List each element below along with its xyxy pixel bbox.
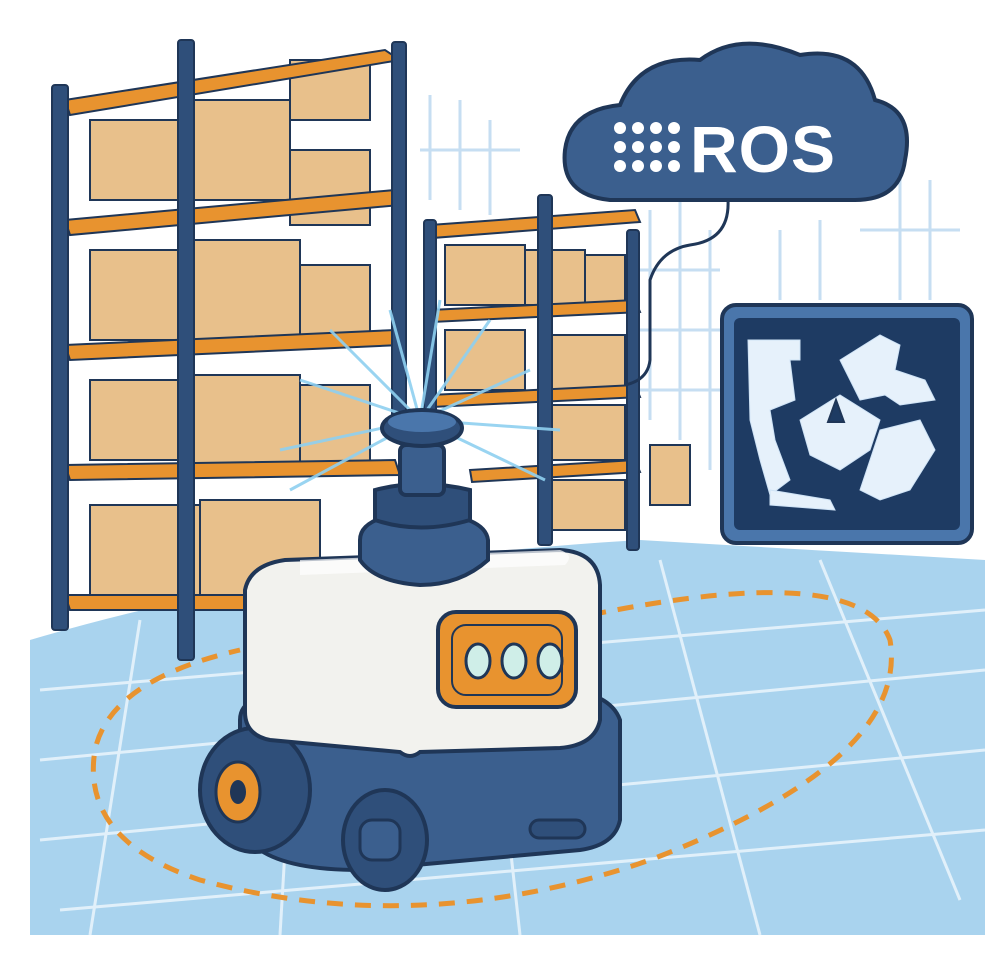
ros-label: ROS: [690, 112, 836, 186]
robot-position-marker: [826, 397, 846, 423]
rear-wheel: [198, 726, 312, 854]
base-bumper-slot: [528, 818, 587, 840]
map-monitor: [720, 303, 974, 545]
status-light-1: [464, 642, 492, 680]
robot-status-panel: [436, 610, 578, 709]
robot-path-dashed: [90, 590, 894, 909]
occupancy-map: [747, 334, 936, 511]
front-wheel: [341, 788, 429, 892]
status-light-2: [500, 642, 528, 680]
network-cable: [624, 199, 730, 387]
ros-cloud: ROS: [562, 41, 909, 202]
ros-logo-dot-grid-icon: [614, 122, 680, 172]
middle-shelf-rack: [423, 194, 691, 551]
mobile-robot: [198, 408, 622, 892]
status-light-3: [536, 642, 564, 680]
lidar-sensor: [358, 408, 490, 588]
